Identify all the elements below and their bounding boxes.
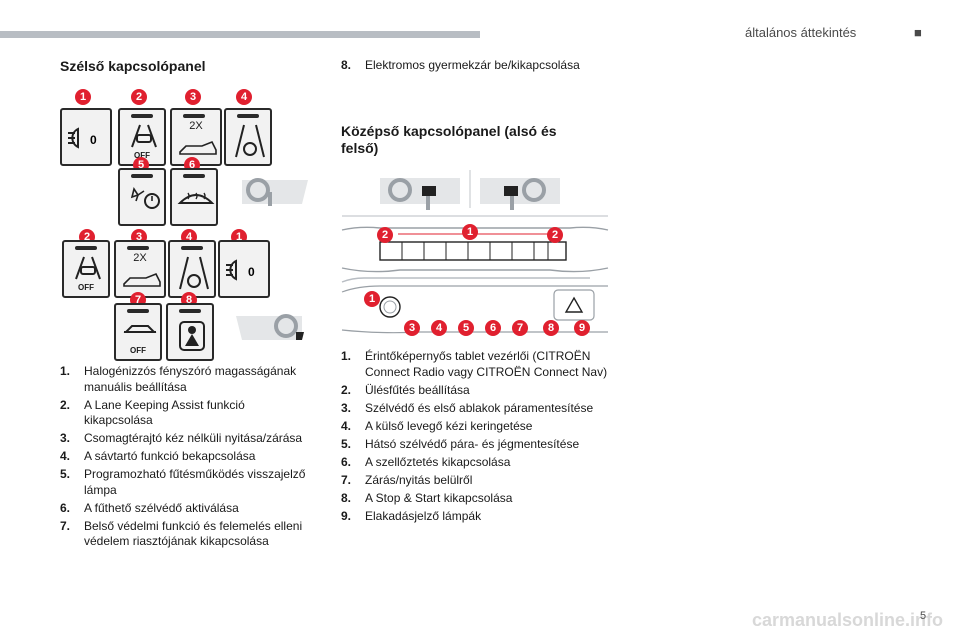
twox-label: 2X [189,120,203,132]
child-lock-icon [179,321,205,351]
heated-windscreen-switch[interactable] [170,168,218,226]
tailgate-switch[interactable]: 2X [170,108,222,166]
badge: 7 [512,320,528,336]
programmable-heating-switch[interactable] [118,168,166,226]
list-item: 4.A sávtartó funkció bekapcsolása [60,449,256,463]
center-panel-diagram: 2 1 2 1 3 4 5 6 7 8 9 [340,170,610,340]
badge: 2 [377,227,393,243]
badge: 1 [462,224,478,240]
badge: 4 [431,320,447,336]
headlamp-level-icon: 0 [226,259,255,281]
badge: 1 [364,291,380,307]
list-item: 7.Belső védelmi funkció és felemelés ell… [60,518,303,549]
badge: 3 [404,320,420,336]
list-item: 1.Halogénizzós fényszóró magasságának ma… [60,364,297,394]
right-section-title: Középső kapcsolópanel (alsó és felső) [341,123,557,156]
list-item: 1.Érintőképernyős tablet vezérlői (CITRO… [341,349,608,379]
badge: 4 [236,89,252,105]
list-item: 3.Csomagtérajtó kéz nélküli nyitása/zárá… [60,431,303,445]
watermark: carmanualsonline.info [752,610,944,630]
list-item: 9.Elakadásjelző lámpák [341,508,482,523]
badge: 1 [75,89,91,105]
badge: 2 [547,227,563,243]
fan-timer-icon [130,187,160,209]
svg-text:0: 0 [90,133,97,147]
lane-keeping-switch[interactable] [224,108,272,166]
badge: 6 [485,320,501,336]
lane-keeping-switch-rhd[interactable] [168,240,216,298]
off-label: OFF [130,346,146,355]
alarm-off-switch[interactable]: OFF [114,303,162,361]
left-legend-list: 1.Halogénizzós fényszóró magasságának ma… [60,364,310,552]
lane-car-icon [75,256,101,280]
list-item: 4.A külső levegő kézi keringetése [341,418,533,433]
page-number: 5 [920,610,927,622]
center-console-drawing [341,170,609,334]
lane-steering-icon [179,256,209,290]
child-lock-switch[interactable] [166,303,214,361]
badge: 2 [131,89,147,105]
list-item: 6.A fűthető szélvédő aktiválása [60,500,239,515]
badge: 5 [458,320,474,336]
list-item: 6.A szellőztetés kikapcsolása [341,454,511,469]
off-label: OFF [134,151,150,160]
tailgate-switch-rhd[interactable]: 2X [114,240,166,298]
header-marker: ■ [914,25,922,40]
lane-assist-off-switch[interactable]: OFF [118,108,166,166]
car-tailgate-icon [179,140,217,155]
list-item: 8.A Stop & Start kikapcsolása [341,490,513,505]
car-alarm-icon [123,325,157,333]
headlamp-height-switch[interactable]: 0 [60,108,112,166]
svg-text:0: 0 [248,265,255,279]
badge: 8 [543,320,559,336]
list-item: 2.A Lane Keeping Assist funkció kikapcso… [60,397,245,428]
list-item: 8.Elektromos gyermekzár be/kikapcsolása [341,58,580,72]
lane-car-icon [131,124,157,148]
list-item: 3.Szélvédő és első ablakok páramentesíté… [341,400,594,415]
list-item: 5.Hátsó szélvédő pára- és jégmentesítése [341,436,580,451]
twox-label: 2X [133,252,147,264]
headlamp-height-switch-rhd[interactable]: 0 [218,240,270,298]
headlamp-level-icon: 0 [68,127,97,149]
header-bar [0,31,480,38]
off-label: OFF [78,283,94,292]
windscreen-heat-icon [177,192,215,204]
right-legend-list: 1.Érintőképernyős tablet vezérlői (CITRO… [341,349,611,527]
steering-wheel-icon [236,314,304,340]
right-item8-list: 8.Elektromos gyermekzár be/kikapcsolása [341,58,621,76]
list-item: 7.Zárás/nyitás belülről [341,472,473,487]
lane-steering-icon [235,124,265,158]
list-item: 5.Programozható fűtésműködés visszajelző… [60,467,306,497]
badge: 9 [574,320,590,336]
lane-assist-off-switch-rhd[interactable]: OFF [62,240,110,298]
list-item: 2.Ülésfűtés beállítása [341,382,470,397]
header-title: általános áttekintés [745,25,857,40]
side-panel-diagram: 1 2 3 4 0 OFF 2X [0,0,480,361]
left-section-title: Szélső kapcsolópanel [60,58,206,74]
badge: 3 [185,89,201,105]
car-tailgate-icon [123,272,161,287]
steering-wheel-icon [242,178,308,206]
